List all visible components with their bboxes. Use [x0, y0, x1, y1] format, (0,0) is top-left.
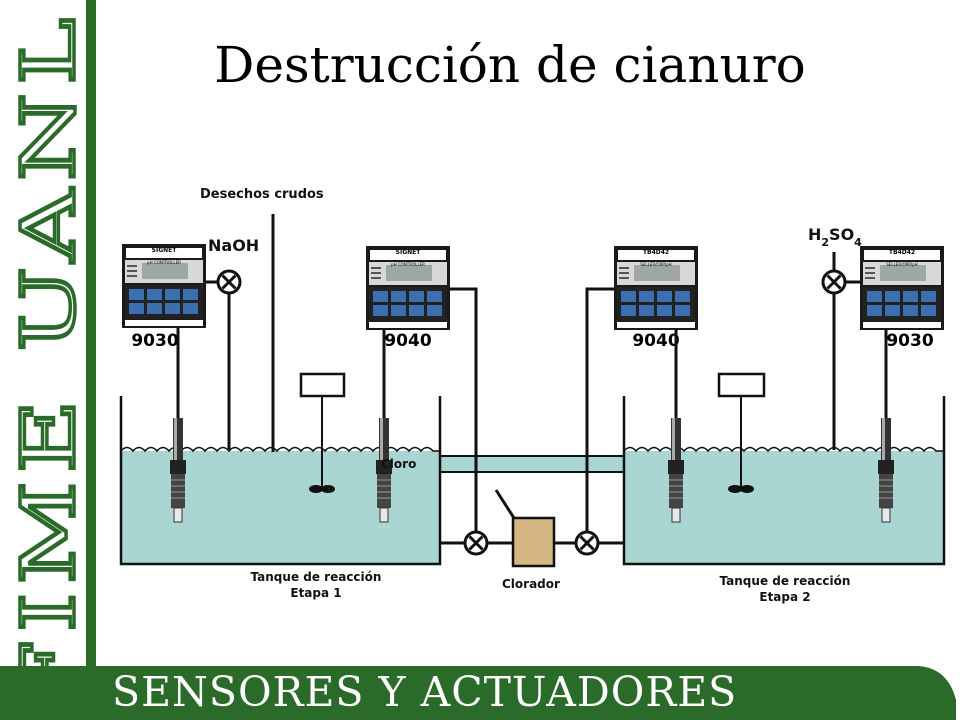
- controller-subtitle: pH CONTROLLER: [147, 260, 181, 265]
- chlorinator: [511, 516, 556, 568]
- connecting-pipe: [440, 456, 624, 472]
- label-chlorine: Cloro: [381, 457, 417, 471]
- mixer-stage-1: [299, 372, 346, 493]
- controller-brand: SIGNET: [396, 249, 422, 256]
- sidebar-logo: FIME UANL: [4, 0, 96, 712]
- controller-model: 9030: [886, 331, 933, 351]
- controller-brand: TB4D42: [889, 249, 915, 256]
- label-naoh: NaOH: [208, 236, 259, 255]
- controller-subtitle: SELLER/ORP/pH: [886, 262, 917, 267]
- label-tank-1-line-1: Tanque de reacción: [250, 570, 382, 584]
- controller-subtitle: pH CONTROLLER: [391, 262, 425, 267]
- controller-model: 9040: [632, 331, 679, 351]
- label-tank-2-line-2: Etapa 2: [759, 590, 811, 604]
- label-h2so4: H2SO4: [808, 225, 862, 249]
- label-raw-waste: Desechos crudos: [200, 187, 324, 202]
- controller-brand: TB4D42: [643, 249, 669, 256]
- page-title: Destrucción de cianuro: [214, 36, 806, 94]
- controller-subtitle: SELLER/ORP/pH: [640, 262, 671, 267]
- controller-model: 9030: [131, 331, 178, 351]
- label-chlorinator: Clorador: [502, 577, 560, 591]
- mixer-stage-2: [717, 372, 766, 493]
- label-tank-1: Tanque de reacción Etapa 1: [221, 569, 411, 601]
- label-tank-2: Tanque de reacción Etapa 2: [690, 573, 880, 605]
- label-tank-2-line-1: Tanque de reacción: [719, 574, 851, 588]
- sidebar-logo-text: FIME UANL: [6, 10, 92, 710]
- controller-brand: SIGNET: [152, 247, 178, 254]
- controller-model: 9040: [384, 331, 431, 351]
- footer-title: SENSORES Y ACTUADORES: [112, 668, 738, 716]
- label-tank-1-line-2: Etapa 1: [290, 586, 342, 600]
- sidebar-green-bar: [86, 0, 96, 668]
